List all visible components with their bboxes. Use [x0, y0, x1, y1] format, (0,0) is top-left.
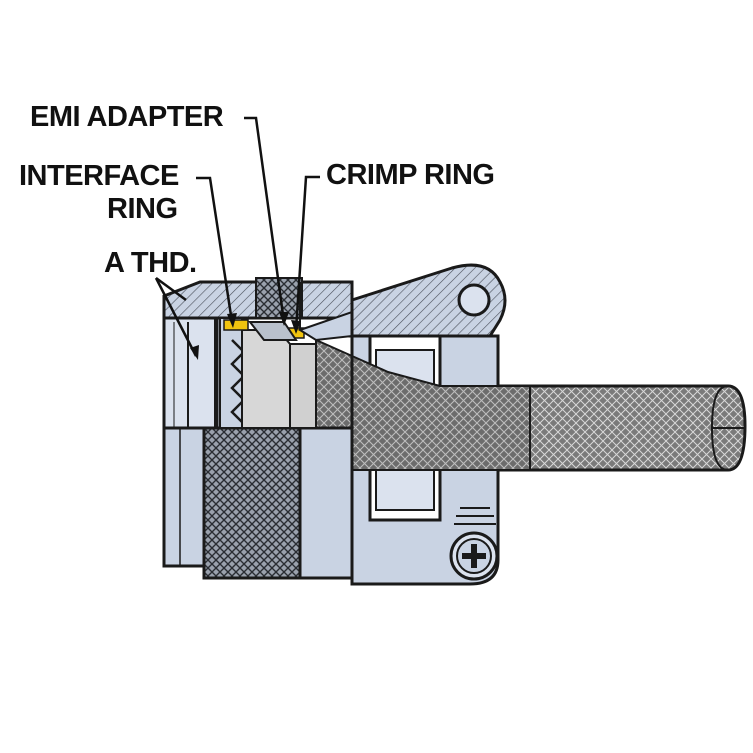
pivot-pin-icon — [457, 283, 491, 317]
label-crimp-ring: CRIMP RING — [326, 159, 495, 191]
label-a-thread: A THD. — [104, 247, 197, 279]
label-interface-ring-line1: INTERFACE — [19, 160, 179, 192]
label-emi-adapter: EMI ADAPTER — [30, 101, 224, 133]
coupling-nut — [162, 426, 354, 580]
label-interface-ring-line2: RING — [107, 193, 178, 225]
cable — [498, 384, 747, 472]
phillips-screw-icon — [449, 531, 499, 581]
leader-lines — [154, 116, 320, 360]
emi-adapter-part — [223, 319, 249, 331]
